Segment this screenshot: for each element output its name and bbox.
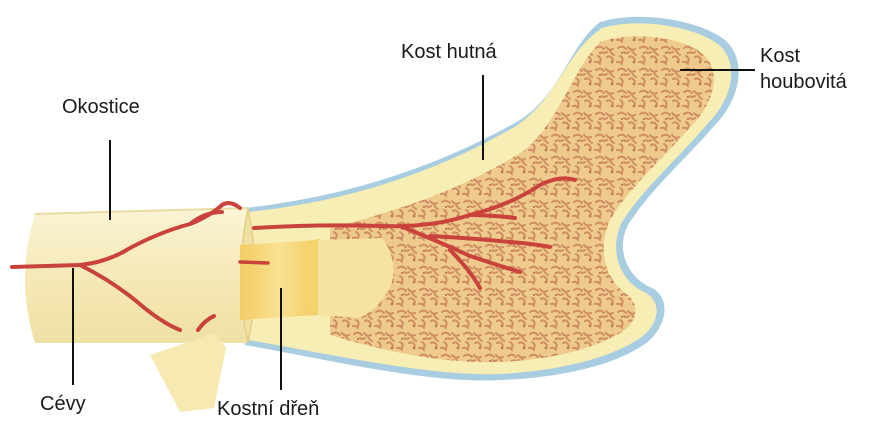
label-compact-bone: Kost hutná xyxy=(401,40,497,64)
label-bone-marrow: Kostní dřeň xyxy=(217,397,319,421)
label-periosteum: Okostice xyxy=(62,95,140,119)
label-spongy-bone-line1: Kost xyxy=(760,44,800,68)
label-spongy-bone-line2: houbovitá xyxy=(760,70,847,94)
bone-fragment xyxy=(150,333,226,412)
label-blood-vessels: Cévy xyxy=(40,392,86,416)
shaft xyxy=(25,208,248,343)
